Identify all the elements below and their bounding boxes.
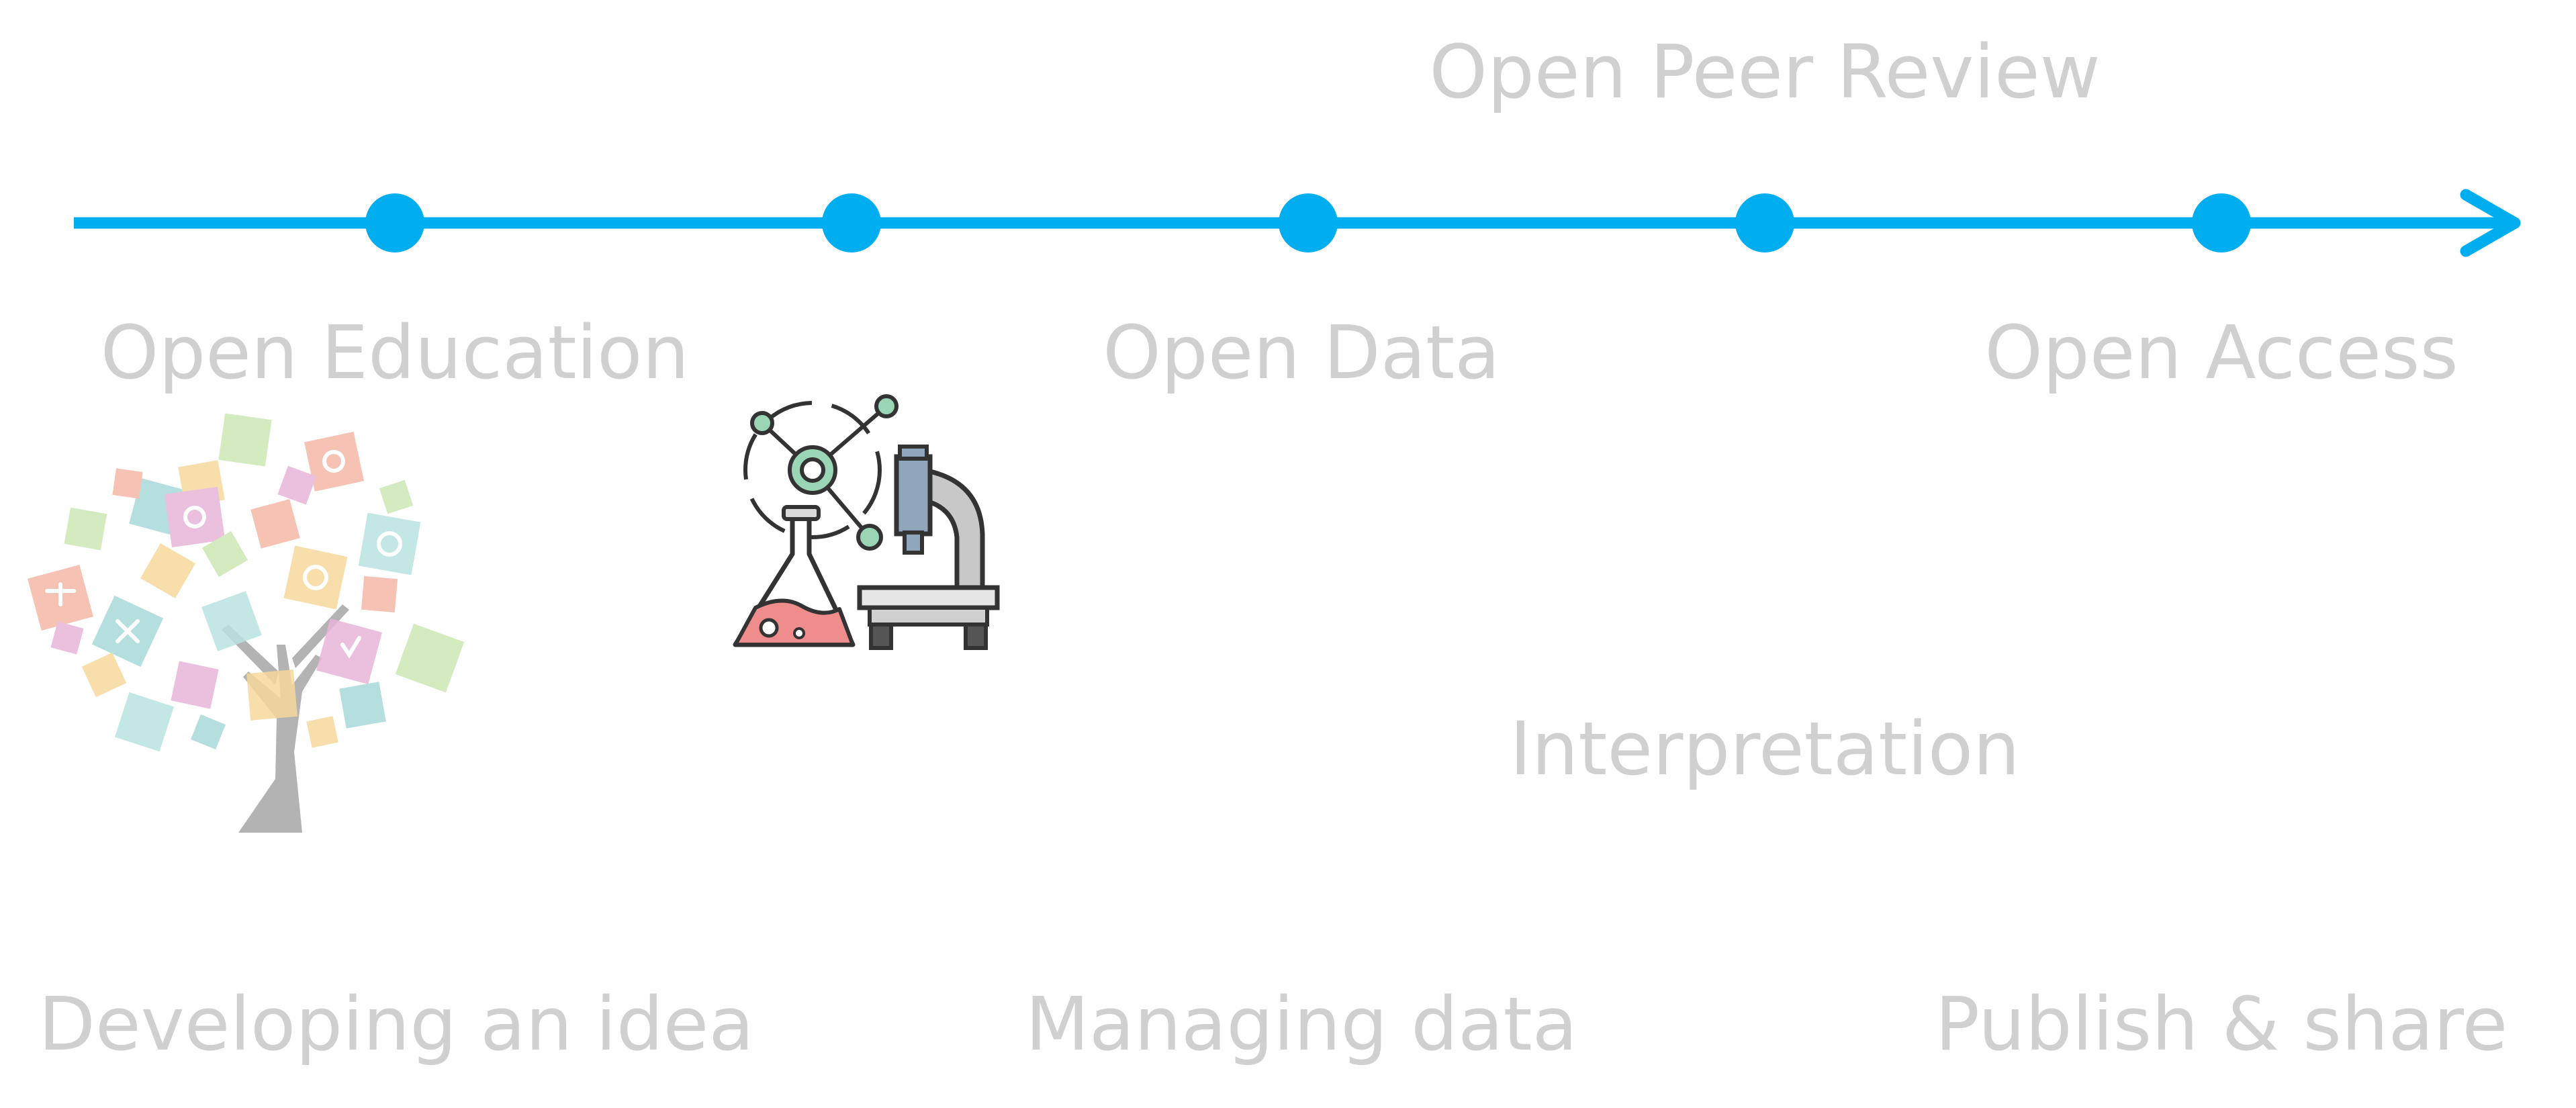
timeline-node — [822, 193, 881, 252]
label-open-peer-review: Open Peer Review — [1429, 29, 2101, 115]
label-developing-an-idea: Developing an idea — [38, 981, 754, 1067]
timeline-node — [1279, 193, 1338, 252]
label-open-data: Open Data — [1103, 310, 1500, 396]
idea-tree-icon — [28, 413, 465, 833]
label-publish-and-share: Publish & share — [1935, 981, 2508, 1067]
label-interpretation: Interpretation — [1510, 706, 2020, 792]
lab-science-icon — [733, 394, 1000, 650]
label-managing-data: Managing data — [1025, 981, 1578, 1067]
label-open-access: Open Access — [1984, 310, 2458, 396]
label-open-education: Open Education — [100, 310, 690, 396]
timeline-node — [2192, 193, 2251, 252]
timeline-node — [1735, 193, 1794, 252]
timeline-node — [365, 193, 424, 252]
timeline-arrowhead — [2460, 189, 2521, 257]
